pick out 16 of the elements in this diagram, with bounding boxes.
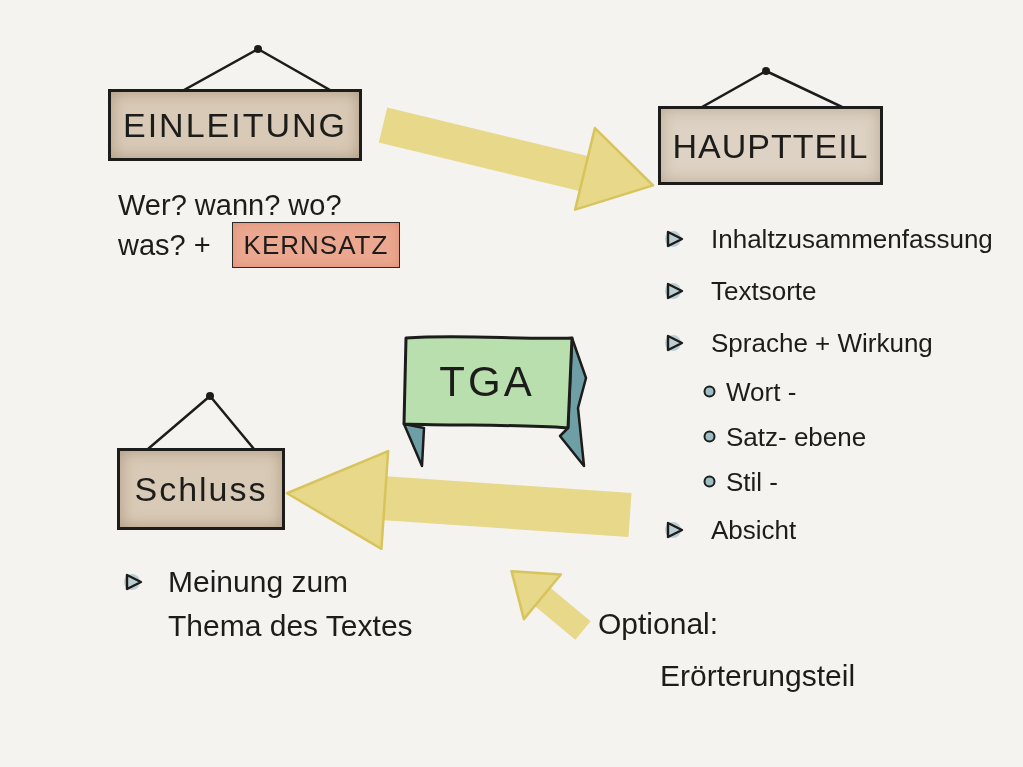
list-item-text: Inhaltzusammenfassung [711, 223, 993, 255]
list-item-text: Absicht [711, 514, 797, 546]
list-item-text: Sprache + Wirkung [711, 327, 933, 359]
bullet-text: Meinung zum Thema des Textes [168, 564, 414, 644]
hanging-sign: HAUPTTEIL [658, 106, 883, 185]
annotation-text: Optional: Erörterungsteil [598, 598, 910, 706]
highlighted-term: KERNSATZ [232, 222, 400, 268]
list-item-text: Wort - [726, 375, 797, 408]
list-item-text: Textsorte [711, 275, 817, 307]
list-item-text: Stil - [726, 465, 778, 498]
question-text: was? + [118, 228, 211, 263]
list-item-text: Satz- ebene [726, 420, 867, 453]
hanging-sign: EINLEITUNG [108, 89, 362, 161]
question-text: Wer? wann? wo? [118, 188, 342, 223]
hanging-sign: Schluss [117, 448, 285, 530]
banner-title: TGA [439, 361, 535, 403]
